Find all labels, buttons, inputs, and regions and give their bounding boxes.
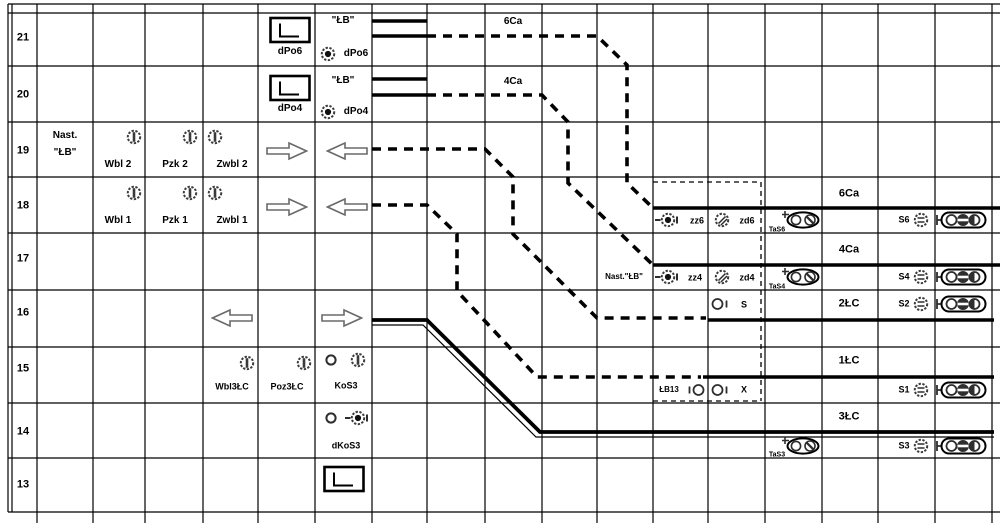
s2-lamp-icon xyxy=(913,296,929,312)
wbl2-lamp-icon xyxy=(126,129,142,145)
zd6-label: zd6 xyxy=(739,215,755,226)
wbl2-label: Wbl 2 xyxy=(104,159,132,170)
nast-label-line1: Nast. xyxy=(52,130,78,141)
track-section-indicator-icon xyxy=(323,466,365,493)
wbl1-label: Wbl 1 xyxy=(104,215,132,226)
route-arrow-right-icon xyxy=(321,309,363,328)
s1-label: S1 xyxy=(898,384,910,395)
track-6ca-top-label: 6Ca xyxy=(503,16,523,27)
s4-lamp-icon xyxy=(913,269,929,285)
kos3-control-circle-icon xyxy=(325,354,337,366)
row-label-20: 20 xyxy=(16,88,30,101)
track-3lc-label: 3ŁC xyxy=(838,410,860,423)
wbl1-lamp-icon xyxy=(126,185,142,201)
s6-label: S6 xyxy=(898,214,910,225)
route-arrow-right-icon xyxy=(266,198,308,217)
lb-quote-label-21: "ŁB" xyxy=(331,15,355,26)
pzk2-lamp-icon xyxy=(182,129,198,145)
track-2lc-label: 2ŁC xyxy=(838,297,860,310)
lb13-label: ŁB13 xyxy=(659,385,679,394)
tas3-signal-icon xyxy=(782,435,820,455)
track-section-indicator-icon xyxy=(269,75,311,102)
route-arrow-left-icon xyxy=(211,309,253,328)
s-mark-label: S xyxy=(740,299,748,310)
zwbl1-label: Zwbl 1 xyxy=(216,215,248,226)
track-section-indicator-icon xyxy=(269,17,311,44)
zd6-lamp-icon xyxy=(714,212,730,228)
row-label-17: 17 xyxy=(16,252,30,265)
dkos3-label: dKoS3 xyxy=(331,440,361,451)
row-label-21: 21 xyxy=(16,31,30,44)
dkos3-control-circle-icon xyxy=(325,412,337,424)
zz6-label: zz6 xyxy=(689,215,705,226)
row-label-14: 14 xyxy=(16,425,30,438)
zz6-button-icon xyxy=(655,212,681,228)
track-6ca-label: 6Ca xyxy=(838,187,860,200)
nast-label-line2: "ŁB" xyxy=(53,147,77,158)
row-label-13: 13 xyxy=(16,478,30,491)
signal-repeater-icon xyxy=(935,437,987,455)
lb13-circle-icon xyxy=(685,383,705,397)
route-arrow-right-icon xyxy=(266,142,308,161)
x-occupancy-icon xyxy=(711,383,731,397)
x-mark-label: X xyxy=(740,384,748,395)
pzk1-lamp-icon xyxy=(182,185,198,201)
nast-lb-label: Nast."ŁB" xyxy=(605,272,643,281)
zz4-button-icon xyxy=(655,269,681,285)
dpo6-box-label: dPo6 xyxy=(277,46,303,57)
route-arrow-left-icon xyxy=(326,198,368,217)
dpo6-button-icon xyxy=(320,46,336,62)
signal-repeater-icon xyxy=(935,268,987,286)
tas4-signal-icon xyxy=(782,266,820,286)
zwbl1-lamp-icon xyxy=(207,185,223,201)
zwbl2-label: Zwbl 2 xyxy=(216,159,248,170)
zz4-label: zz4 xyxy=(687,272,703,283)
wbl3lc-label: Wbl3ŁC xyxy=(215,381,249,392)
s4-label: S4 xyxy=(898,271,910,282)
dkos3-button-icon xyxy=(345,410,371,426)
lb-quote-label-20: "ŁB" xyxy=(331,75,355,86)
route-arrow-left-icon xyxy=(326,142,368,161)
tas6-label: TaS6 xyxy=(768,226,786,234)
signal-repeater-icon xyxy=(935,295,987,313)
dpo4-button-icon xyxy=(320,104,336,120)
dpo4-box-label: dPo4 xyxy=(277,103,303,114)
row-label-19: 19 xyxy=(16,144,30,157)
zd4-label: zd4 xyxy=(739,272,755,283)
poz3lc-lamp-icon xyxy=(296,355,312,371)
track-4ca-top-label: 4Ca xyxy=(503,76,523,87)
s-occupancy-icon xyxy=(711,297,731,311)
signal-repeater-icon xyxy=(935,211,987,229)
zwbl2-lamp-icon xyxy=(207,129,223,145)
tas6-signal-icon xyxy=(782,209,820,229)
tas4-label: TaS4 xyxy=(768,283,786,291)
dpo6-button-label: dPo6 xyxy=(343,48,369,59)
s2-label: S2 xyxy=(898,298,910,309)
row-label-16: 16 xyxy=(16,306,30,319)
row-label-18: 18 xyxy=(16,199,30,212)
dpo4-button-label: dPo4 xyxy=(343,106,369,117)
s3-label: S3 xyxy=(898,440,910,451)
s1-lamp-icon xyxy=(913,382,929,398)
row-label-15: 15 xyxy=(16,362,30,375)
pzk1-label: Pzk 1 xyxy=(162,215,188,226)
pzk2-label: Pzk 2 xyxy=(162,159,188,170)
wbl3lc-lamp-icon xyxy=(239,355,255,371)
zd4-lamp-icon xyxy=(714,269,730,285)
kos3-lamp-icon xyxy=(350,352,366,368)
track-4ca-label: 4Ca xyxy=(838,243,860,256)
track-1lc-label: 1ŁC xyxy=(838,354,860,367)
kos3-label: KoS3 xyxy=(334,380,358,391)
signal-repeater-icon xyxy=(935,381,987,399)
poz3lc-label: Poz3ŁC xyxy=(270,381,304,392)
s6-lamp-icon xyxy=(913,212,929,228)
s3-lamp-icon xyxy=(913,438,929,454)
tas3-label: TaS3 xyxy=(768,451,786,459)
